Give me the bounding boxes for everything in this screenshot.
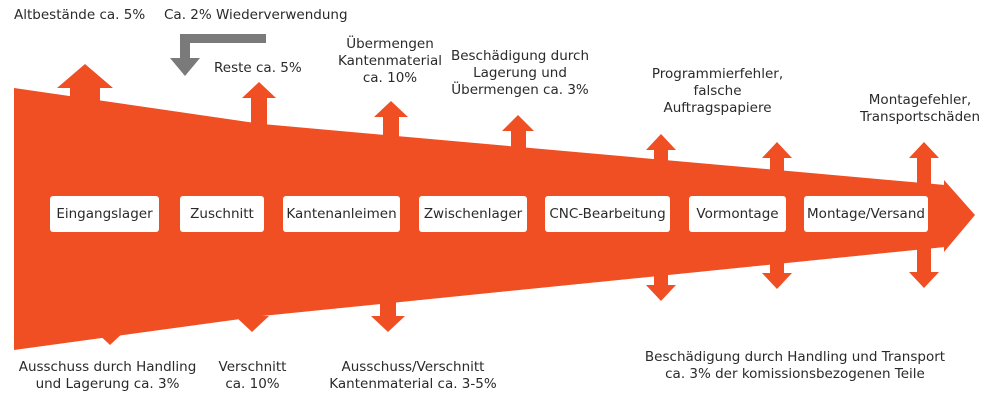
branch-cnc-down-stem [654,262,668,286]
stage-eingangslager: Eingangslager [50,196,159,232]
branch-vormontage-down-stem [770,250,784,274]
branch-programmierfehler-stem [654,149,668,175]
main-flow-arrowhead [944,180,975,252]
branch-vormontage-up-arrow [762,142,792,158]
branch-reste-arrow [242,82,276,98]
branch-lagerung-arrow [502,115,534,131]
branch-montagefehler-arrow [909,142,939,158]
branch-montagefehler-stem [917,157,931,187]
stage-kantenanleimen: Kantenanleimen [283,196,400,232]
label-beschaedigung-lagerung: Beschädigung durch Lagerung und Übermeng… [450,48,590,98]
branch-vormontage-up-stem [770,157,784,183]
branch-cnc-down-arrow [646,285,676,301]
branch-kanten-down-stem [380,285,396,317]
stage-zuschnitt: Zuschnitt [180,196,264,232]
branch-altbestaende-stem [70,86,100,131]
label-verschnitt: Verschnitt ca. 10% [218,359,287,392]
label-ausschuss-kanten: Ausschuss/Verschnitt Kantenmaterial ca. … [329,359,497,392]
branch-ausschuss-stem [102,300,118,330]
label-programmierfehler: Programmierfehler, falsche Auftragspapie… [651,66,784,116]
branch-altbestaende-arrow [57,64,113,88]
label-reste: Reste ca. 5% [214,60,302,76]
label-ausschuss-handling: Ausschuss durch Handling und Lagerung ca… [18,359,197,392]
label-beschaedigung-transport: Beschädigung durch Handling und Transpor… [644,349,946,382]
branch-montage-down-stem [917,245,931,273]
branch-lagerung-stem [511,130,526,160]
branch-verschnitt-arrow [235,316,269,332]
label-uebermengen: Übermengen Kantenmaterial ca. 10% [338,36,442,86]
stage-montage-versand: Montage/Versand [804,196,928,232]
return-arrow [170,34,266,76]
stage-zwischenlager: Zwischenlager [419,196,527,232]
branch-programmierfehler-arrow [646,134,676,150]
branch-vormontage-down-arrow [762,273,792,289]
label-wiederverwendung: Ca. 2% Wiederverwendung [164,7,348,23]
branch-reste-stem [251,96,267,136]
branch-uebermengen-stem [383,116,399,146]
branch-kanten-down-arrow [371,316,405,332]
label-montagefehler: Montagefehler, Transportschäden [859,92,981,125]
stage-cnc-bearbeitung: CNC-Bearbeitung [545,196,670,232]
label-altbestaende: Altbestände ca. 5% [14,7,146,23]
stage-vormontage: Vormontage [689,196,786,232]
branch-verschnitt-stem [244,295,260,317]
branch-ausschuss-arrow [93,329,127,345]
branch-uebermengen-arrow [374,101,408,117]
branch-montage-down-arrow [909,272,939,288]
